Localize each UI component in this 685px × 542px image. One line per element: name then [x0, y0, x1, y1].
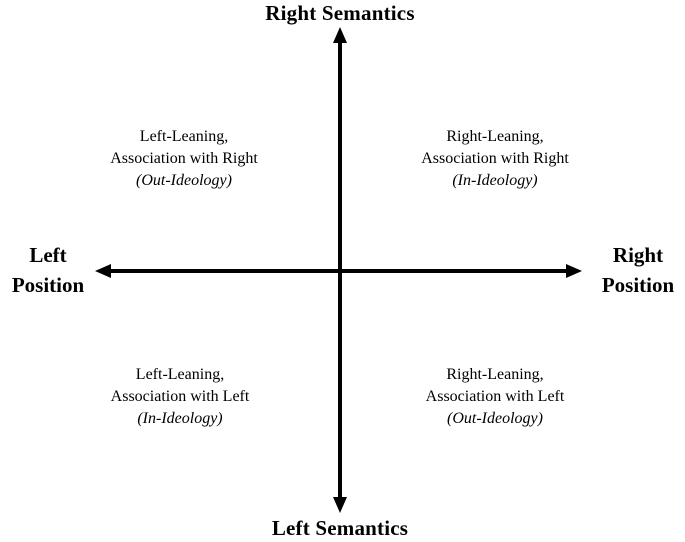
quadrant-top-right-line1: Right-Leaning, — [446, 128, 544, 145]
axis-label-left-semantics: Left Semantics — [271, 516, 409, 540]
quadrant-top-right-line2: Association with Right — [421, 150, 569, 167]
quadrant-bottom-right-ideology: (Out-Ideology) — [447, 410, 543, 427]
quadrant-bottom-right-line1: Right-Leaning, — [446, 366, 544, 383]
quadrant-top-left: Left-Leaning, Association with Right (Ou… — [59, 126, 309, 192]
horizontal-axis-line — [108, 269, 568, 273]
quadrant-bottom-left-ideology: (In-Ideology) — [137, 410, 223, 427]
quadrant-bottom-left-line1: Left-Leaning, — [135, 366, 225, 383]
quadrant-top-left-line2: Association with Right — [110, 150, 258, 167]
quadrant-top-right-ideology: (In-Ideology) — [452, 172, 538, 189]
axis-label-right-position-line2: Position — [601, 273, 675, 297]
axis-label-right-semantics: Right Semantics — [265, 1, 415, 25]
axis-label-left-position-line1: Left — [29, 243, 67, 267]
arrow-left-icon — [95, 264, 111, 278]
axis-label-left-position: Left Position — [0, 240, 96, 300]
quadrant-top-left-line1: Left-Leaning, — [139, 128, 229, 145]
arrow-right-icon — [566, 264, 582, 278]
arrow-down-icon — [333, 497, 347, 513]
quadrant-bottom-right: Right-Leaning, Association with Left (Ou… — [370, 364, 620, 430]
quadrant-bottom-left: Left-Leaning, Association with Left (In-… — [55, 364, 305, 430]
axis-label-left-position-line2: Position — [11, 273, 85, 297]
quadrant-top-right: Right-Leaning, Association with Right (I… — [370, 126, 620, 192]
quadrant-bottom-left-line2: Association with Left — [110, 388, 250, 405]
quadrant-top-left-ideology: (Out-Ideology) — [136, 172, 232, 189]
axis-label-right-position: Right Position — [590, 240, 685, 300]
axis-label-right-position-line1: Right — [612, 243, 664, 267]
arrow-up-icon — [333, 27, 347, 43]
quadrant-bottom-right-line2: Association with Left — [425, 388, 565, 405]
